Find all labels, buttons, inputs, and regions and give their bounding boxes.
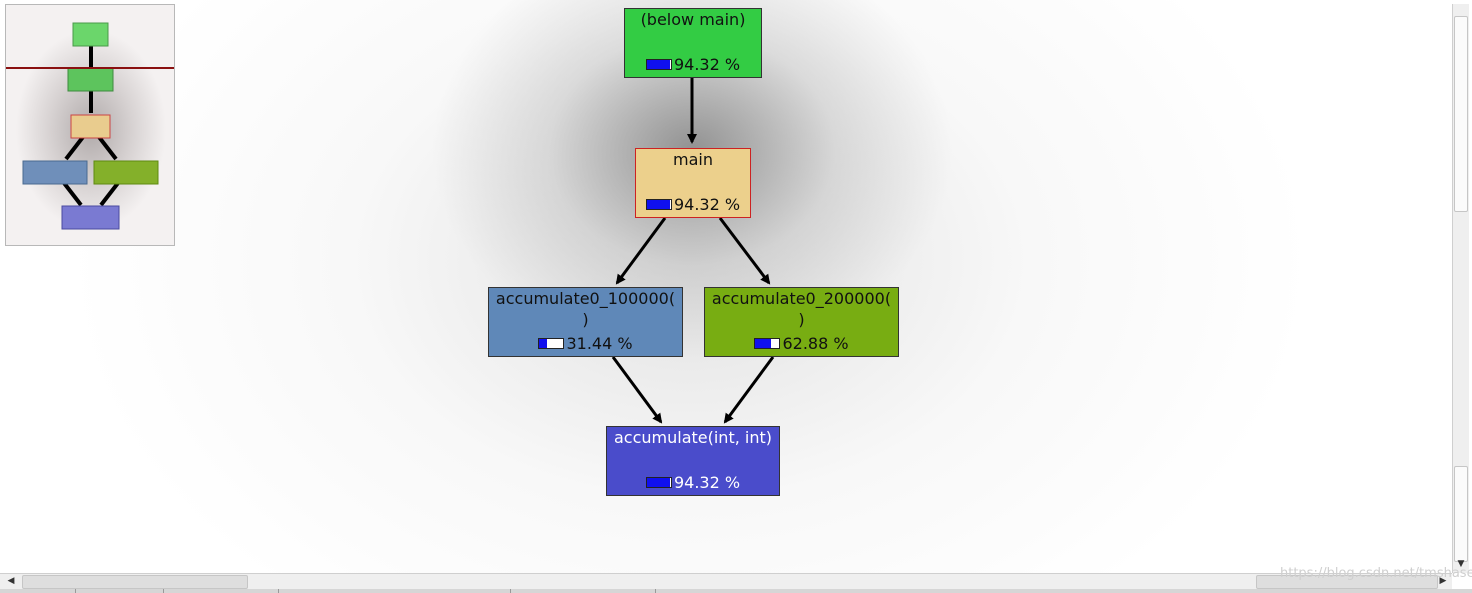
cost-value: 62.88 % [782,334,849,353]
node-label: accumulate0_100000( ) [495,289,676,329]
vertical-scroll-track-segment [1454,466,1468,562]
scroll-down-arrow-icon[interactable]: ▼ [1457,559,1465,569]
horizontal-scroll-track-segment [1256,575,1438,589]
scroll-right-arrow-icon[interactable]: ▶ [1439,576,1447,586]
cost-value: 94.32 % [673,473,741,492]
node-accumulate[interactable]: accumulate(int, int) 94.32 % [606,426,780,496]
node-label: accumulate0_200000( ) [711,289,892,329]
minimap-node-below-main [72,22,109,47]
horizontal-scrollbar[interactable]: ◀ ▶ [0,573,1452,590]
graph-overview-minimap[interactable] [5,4,175,246]
cost-value: 94.32 % [673,195,741,214]
node-accumulate0-200000[interactable]: accumulate0_200000( ) 62.88 % [704,287,899,357]
minimap-node-acc100 [22,160,88,185]
vertical-scroll-thumb[interactable] [1454,16,1468,212]
cost-value: 31.44 % [566,334,633,353]
watermark-text: https://blog.csdn.net/tmshasei [1280,566,1472,581]
node-cost: 94.32 % [636,194,750,215]
bottom-tab-strip[interactable] [0,589,1472,593]
node-label: main [673,150,713,169]
minimap-node-acc200 [93,160,159,185]
vertical-scrollbar[interactable]: ▼ [1452,4,1469,573]
edge-acc200-to-acc [723,356,775,424]
cost-bar [538,338,565,349]
cost-bar [645,199,672,210]
node-cost: 94.32 % [625,54,761,75]
node-below-main[interactable]: (below main) 94.32 % [624,8,762,78]
minimap-viewport-line [6,67,174,69]
node-accumulate0-100000[interactable]: accumulate0_100000( ) 31.44 % [488,287,683,357]
node-cost: 94.32 % [607,472,779,493]
edge-acc100-to-acc [611,356,663,424]
node-main[interactable]: main 94.32 % [635,148,751,218]
node-cost: 31.44 % [489,333,682,354]
cost-bar [754,338,781,349]
horizontal-scroll-thumb[interactable] [22,575,248,589]
minimap-node-main-caller [67,67,114,92]
call-graph-canvas[interactable]: (below main) 94.32 % main 94.32 % accumu… [0,0,1452,573]
node-label: (below main) [640,10,746,29]
minimap-graph [22,22,159,230]
cost-value: 94.32 % [673,55,741,74]
node-cost: 62.88 % [705,333,898,354]
cost-bar [645,59,672,70]
minimap-node-acc [61,205,120,230]
edge-main-to-acc200 [718,217,771,285]
minimap-node-main [70,114,111,139]
scroll-left-arrow-icon[interactable]: ◀ [7,576,15,586]
edge-main-to-acc100 [615,217,667,285]
node-label: accumulate(int, int) [613,428,772,447]
cost-bar [645,477,672,488]
